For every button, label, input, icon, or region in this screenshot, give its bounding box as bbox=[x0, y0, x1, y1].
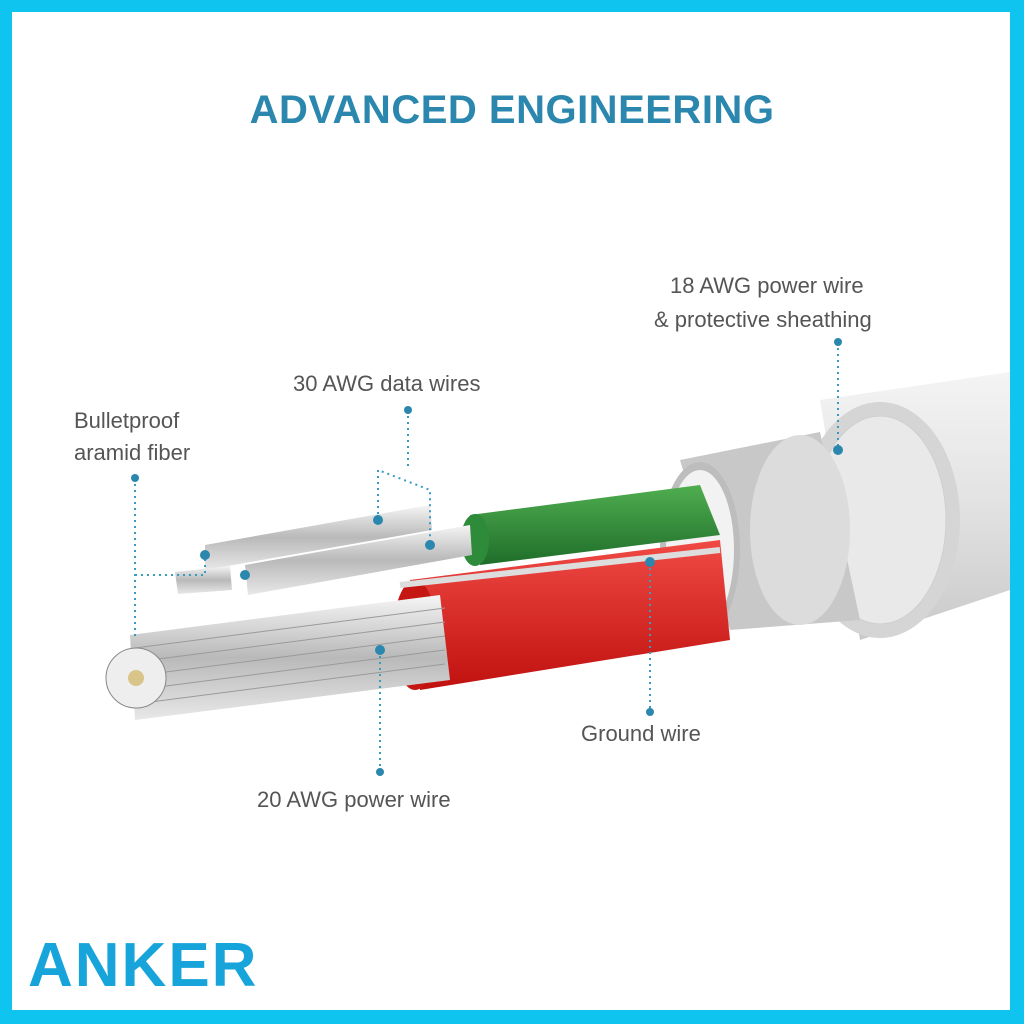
label-30awg: 30 AWG data wires bbox=[293, 371, 481, 396]
label-20awg: 20 AWG power wire bbox=[257, 787, 451, 812]
label-aramid-line1: Bulletproof bbox=[74, 408, 180, 433]
callout-dots bbox=[131, 338, 843, 776]
anker-logo: ANKER bbox=[28, 931, 259, 1000]
power-wire-strands bbox=[105, 595, 450, 720]
callout-lines bbox=[134, 342, 839, 770]
label-aramid-line2: aramid fiber bbox=[74, 440, 191, 465]
label-18awg-line1: 18 AWG power wire bbox=[670, 273, 864, 298]
page-title: ADVANCED ENGINEERING bbox=[249, 88, 775, 132]
label-18awg-line2: & protective sheathing bbox=[654, 307, 872, 332]
label-ground: Ground wire bbox=[581, 721, 701, 746]
